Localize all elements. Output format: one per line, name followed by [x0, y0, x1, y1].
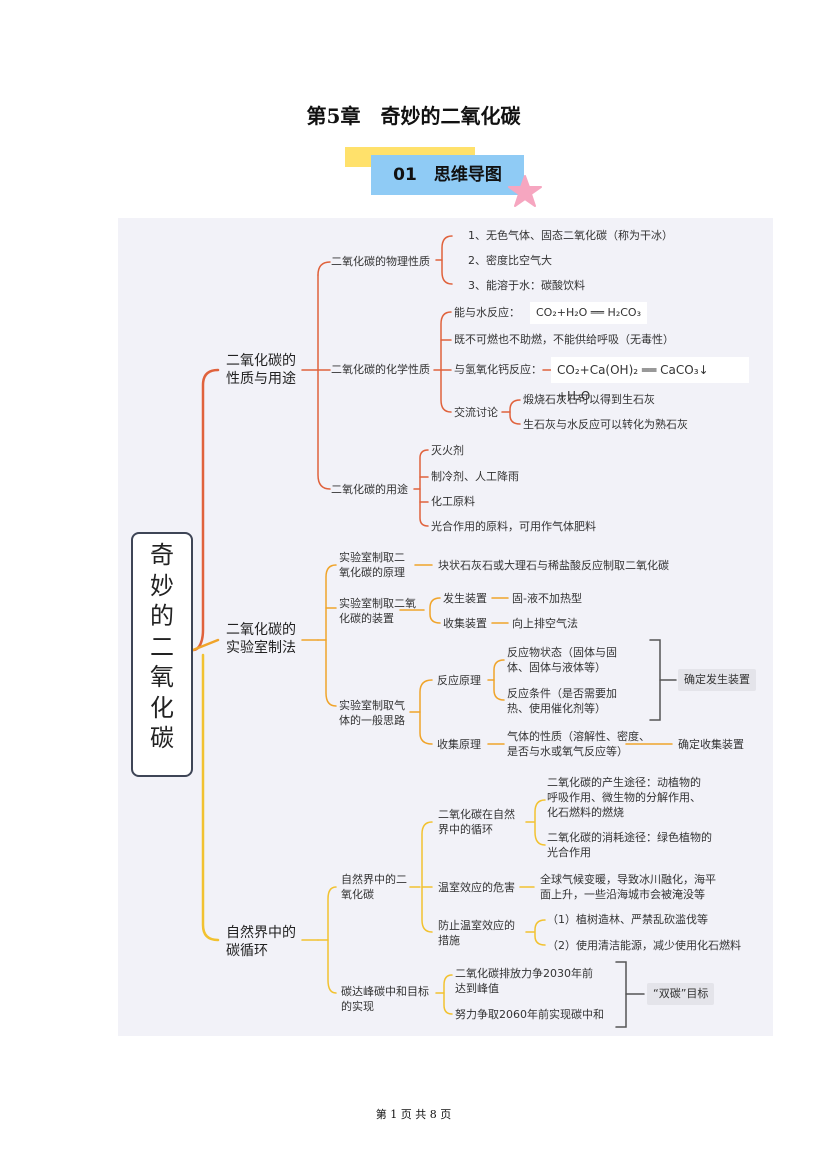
greenhouse-harm: 全球气候变暖，导致冰川融化，海平面上升，一些沿海城市会被淹没等: [540, 873, 716, 901]
star-icon: [508, 175, 542, 207]
chem-label: 二氧化碳的化学性质: [331, 363, 430, 376]
phys-item: 1、无色气体、固态二氧化碳（称为干冰）: [468, 229, 673, 242]
principle-label: 实验室制取二氧化碳的原理: [339, 551, 405, 579]
page-footer: 第 1 页 共 8 页: [375, 1108, 452, 1121]
method-label: 实验室制取气体的一般思路: [339, 699, 405, 727]
device-label: 实验室制取二氧化碳的装置: [339, 597, 416, 625]
use-item: 灭火剂: [431, 444, 464, 457]
device-gen: 发生装置: [443, 592, 487, 605]
peak-label: 碳达峰碳中和目标的实现: [341, 985, 429, 1013]
method-condition: 反应条件（是否需要加热、使用催化剂等）: [507, 687, 617, 715]
device-gen-value: 固-液不加热型: [512, 592, 582, 605]
cycle-label: 二氧化碳在自然界中的循环: [438, 808, 515, 836]
chem-discussion: 交流讨论: [454, 406, 498, 419]
section-banner: [371, 155, 524, 195]
prevent-item: （2）使用清洁能源，减少使用化石燃料: [547, 939, 741, 952]
device-col-value: 向上排空气法: [512, 617, 578, 630]
cycle-produce: 二氧化碳的产生途径：动植物的呼吸作用、微生物的分解作用、化石燃料的燃烧: [547, 776, 701, 819]
principle-text: 块状石灰石或大理石与稀盐酸反应制取二氧化碳: [438, 559, 669, 572]
branch-properties-title: 二氧化碳的性质与用途: [226, 353, 296, 387]
prevent-item: （1）植树造林、严禁乱砍滥伐等: [547, 913, 708, 926]
root-node: [131, 532, 193, 777]
discussion-item: 煅烧石灰石可以得到生石灰: [523, 393, 655, 406]
branch-lab-title: 二氧化碳的实验室制法: [226, 622, 296, 656]
method-gas: 气体的性质（溶解性、密度、是否与水或氧气反应等）: [507, 730, 650, 758]
dual-carbon-tag: “双碳”目标: [647, 983, 715, 1005]
device-col: 收集装置: [443, 617, 487, 630]
col-device-tag: 确定收集装置: [678, 738, 744, 751]
use-item: 制冷剂、人工降雨: [431, 470, 519, 483]
section-title: 01 思维导图: [393, 165, 502, 185]
phys-item: 2、密度比空气大: [468, 254, 552, 267]
chem-lime: 与氢氧化钙反应：: [454, 363, 542, 376]
chem-water-equation: CO₂+H₂O ══ H₂CO₃: [530, 302, 647, 324]
method-react: 反应原理: [437, 674, 481, 687]
mind-map-panel: [118, 218, 773, 1036]
peak-item: 二氧化碳排放力争2030年前达到峰值: [455, 967, 593, 995]
branch-cycle-title: 自然界中的碳循环: [226, 925, 296, 959]
root-title: 奇妙的 二氧化 碳: [150, 541, 174, 752]
chem-water: 能与水反应：: [454, 306, 520, 319]
chem-lime-equation: CO₂+Ca(OH)₂ ══ CaCO₃↓ +H₂O: [551, 357, 749, 403]
use-item: 化工原料: [431, 495, 475, 508]
discussion-item: 生石灰与水反应可以转化为熟石灰: [523, 418, 688, 431]
nature-label: 自然界中的二氧化碳: [341, 873, 407, 901]
method-collect: 收集原理: [437, 738, 481, 751]
method-state: 反应物状态（固体与固体、固体与液体等）: [507, 646, 617, 674]
greenhouse-label: 温室效应的危害: [438, 881, 515, 894]
phys-item: 3、能溶于水：碳酸饮料: [468, 279, 585, 292]
peak-item: 努力争取2060年前实现碳中和: [455, 1008, 604, 1021]
use-item: 光合作用的原料，可用作气体肥料: [431, 520, 596, 533]
gen-device-tag: 确定发生装置: [678, 669, 756, 691]
page-title: 第5章 奇妙的二氧化碳: [306, 104, 521, 128]
phys-label: 二氧化碳的物理性质: [331, 255, 430, 268]
use-label: 二氧化碳的用途: [331, 483, 408, 496]
cycle-consume: 二氧化碳的消耗途径：绿色植物的光合作用: [547, 831, 712, 859]
chem-burn: 既不可燃也不助燃，不能供给呼吸（无毒性）: [454, 333, 674, 346]
prevent-label: 防止温室效应的措施: [438, 919, 515, 947]
